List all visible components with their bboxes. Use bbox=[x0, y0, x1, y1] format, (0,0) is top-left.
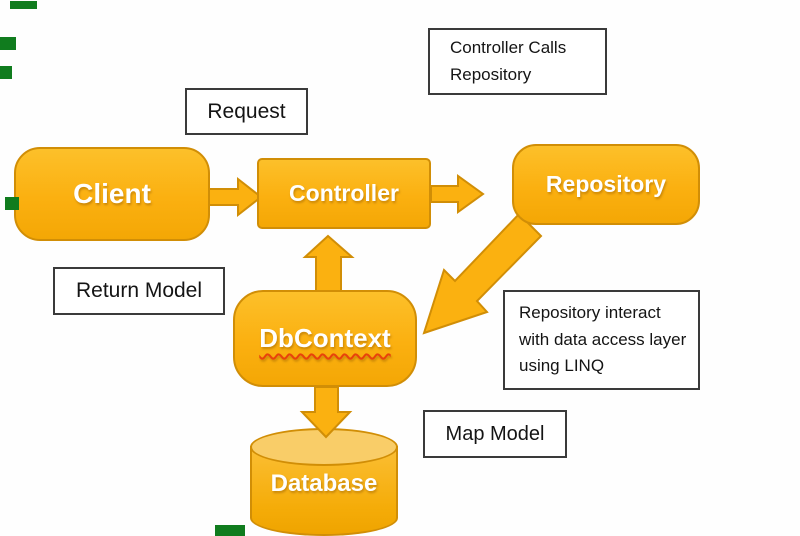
note-repository-interact-line1: Repository interact bbox=[519, 303, 661, 323]
note-repository-interact: Repository interact with data access lay… bbox=[503, 290, 700, 390]
node-controller-label: Controller bbox=[289, 180, 399, 206]
node-repository-label: Repository bbox=[545, 171, 667, 197]
node-dbcontext-label: DbContext bbox=[259, 323, 391, 353]
database-cylinder-top bbox=[250, 428, 398, 466]
arrow-client-to-controller bbox=[208, 176, 263, 218]
note-request-text: Request bbox=[207, 99, 286, 123]
note-return-model-text: Return Model bbox=[75, 279, 203, 302]
edge-artifact-mark bbox=[10, 1, 37, 9]
edge-artifact-mark bbox=[215, 525, 245, 536]
node-repository: Repository bbox=[512, 144, 700, 225]
edge-artifact-mark bbox=[0, 66, 12, 79]
edge-artifact-mark bbox=[0, 37, 16, 50]
arrow-controller-to-repository bbox=[430, 174, 485, 214]
note-repository-interact-line3: using LINQ bbox=[519, 356, 605, 376]
note-request: Request bbox=[185, 88, 308, 135]
node-database-label: Database bbox=[270, 470, 378, 497]
node-controller: Controller bbox=[257, 158, 431, 229]
note-map-model-text: Map Model bbox=[445, 422, 545, 445]
note-controller-calls-line1: Controller Calls bbox=[450, 38, 567, 58]
note-controller-calls-line2: Repository bbox=[450, 64, 532, 84]
note-controller-calls-repository: Controller Calls Repository bbox=[428, 28, 607, 95]
note-map-model: Map Model bbox=[423, 410, 567, 458]
edge-artifact-mark bbox=[5, 197, 19, 210]
node-dbcontext: DbContext bbox=[233, 290, 417, 387]
note-return-model: Return Model bbox=[53, 267, 225, 315]
arrow-dbcontext-to-controller bbox=[302, 234, 355, 297]
node-client: Client bbox=[14, 147, 210, 241]
note-repository-interact-line2: with data access layer bbox=[519, 329, 687, 349]
node-client-label: Client bbox=[73, 178, 151, 209]
